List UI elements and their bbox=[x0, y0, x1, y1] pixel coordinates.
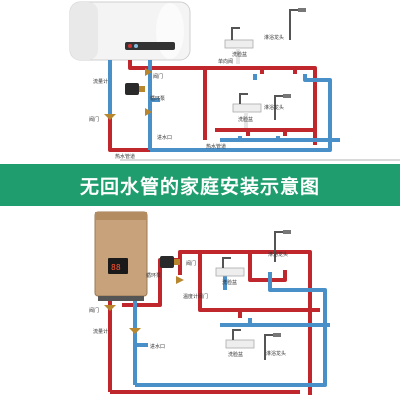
label-shower2: 淋浴龙头 bbox=[264, 104, 284, 111]
banner-title: 无回水管的家庭安装示意图 bbox=[79, 176, 320, 198]
label-pump: 循环泵 bbox=[150, 95, 165, 102]
label-hot-pipe: 热水管道 bbox=[115, 153, 135, 160]
label-check-valve: 单向阀 bbox=[218, 58, 233, 65]
label-b-shower1: 淋浴龙头 bbox=[268, 251, 288, 258]
pump-icon bbox=[125, 83, 145, 95]
label-cold-pipe: 热水管道 bbox=[206, 143, 226, 150]
water-heater-icon bbox=[69, 1, 191, 61]
label-b-basin2: 洗脸盆 bbox=[228, 351, 243, 358]
label-b-valve1: 阀门 bbox=[186, 260, 196, 267]
top-diagram: 淋浴龙头 洗脸盆 淋浴龙头 洗脸盆 单向阀 阀门 循环泵 流量计 阀门 进水口 … bbox=[69, 1, 400, 161]
label-b-flowmeter: 流量计 bbox=[93, 328, 108, 335]
label-b-shower2: 淋浴龙头 bbox=[266, 350, 286, 357]
pump-icon bbox=[160, 256, 180, 268]
label-b-valve2: 阀门 bbox=[89, 307, 99, 314]
top-hot-pipes bbox=[108, 60, 317, 152]
label-b-temp-valve: 温度计阀门 bbox=[183, 293, 208, 300]
basin-icon bbox=[224, 27, 262, 128]
label-inlet: 进水口 bbox=[157, 134, 172, 141]
label-flowmeter: 流量计 bbox=[93, 78, 108, 85]
label-shower1: 淋浴龙头 bbox=[264, 34, 284, 41]
label-b-inlet: 进水口 bbox=[150, 343, 165, 350]
valve-icon bbox=[104, 68, 152, 120]
valve-icon bbox=[104, 276, 184, 334]
bottom-diagram: 88 bbox=[89, 211, 330, 395]
shower-icon bbox=[274, 8, 306, 120]
label-valve1: 阀门 bbox=[153, 73, 163, 80]
top-cold-pipes bbox=[108, 60, 340, 152]
gas-heater-icon: 88 bbox=[94, 211, 148, 301]
shower-icon bbox=[264, 230, 291, 360]
label-b-basin1: 洗脸盆 bbox=[222, 279, 237, 286]
label-basin2: 洗脸盆 bbox=[238, 116, 253, 123]
label-b-pump: 循环泵 bbox=[146, 272, 161, 279]
basin-icon bbox=[215, 257, 255, 349]
label-basin1: 洗脸盆 bbox=[232, 51, 247, 58]
label-valve2: 阀门 bbox=[89, 116, 99, 123]
svg-text:88: 88 bbox=[111, 263, 121, 272]
banner-background bbox=[0, 164, 400, 206]
bottom-cold-pipes bbox=[133, 272, 330, 387]
